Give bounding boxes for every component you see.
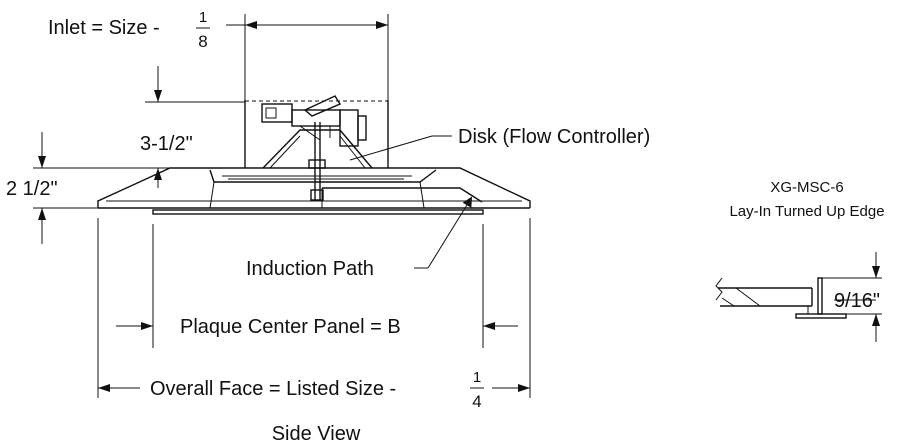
overall-face-label: Overall Face = Listed Size -	[150, 378, 396, 400]
dimension-2-1-2: 2 1/2"	[6, 132, 170, 244]
inlet-fraction-denominator: 8	[198, 32, 207, 51]
diffuser-body	[97, 100, 531, 215]
dim-2-1-2-label: 2 1/2"	[6, 178, 58, 200]
plaque-dimension: Plaque Center Panel = B	[116, 224, 518, 348]
detail-dim-label: 9/16"	[834, 290, 880, 312]
overall-fraction-numerator: 1	[473, 369, 481, 386]
detail-title-1: XG-MSC-6	[770, 179, 843, 196]
inlet-fraction-numerator: 1	[199, 9, 207, 26]
disk-flow-controller	[262, 122, 373, 201]
inlet-dimension: Inlet = Size - 1 8	[48, 9, 389, 100]
control-mechanism	[261, 95, 367, 147]
overall-face-dimension: Overall Face = Listed Size - 1 4	[97, 218, 531, 411]
dimension-3-1-2: 3-1/2"	[140, 66, 245, 188]
side-view-caption: Side View	[272, 423, 361, 445]
disk-label: Disk (Flow Controller)	[458, 126, 650, 148]
dim-3-1-2-label: 3-1/2"	[140, 133, 193, 155]
detail-title-2: Lay-In Turned Up Edge	[729, 203, 884, 220]
induction-label: Induction Path	[246, 258, 374, 280]
edge-detail: XG-MSC-6 Lay-In Turned Up Edge 9/16"	[715, 179, 885, 342]
overall-fraction-denominator: 4	[472, 392, 481, 411]
plaque-label: Plaque Center Panel = B	[180, 316, 401, 338]
inlet-label: Inlet = Size -	[48, 17, 160, 39]
disk-leader: Disk (Flow Controller)	[349, 126, 650, 161]
induction-leader: Induction Path	[246, 196, 472, 280]
